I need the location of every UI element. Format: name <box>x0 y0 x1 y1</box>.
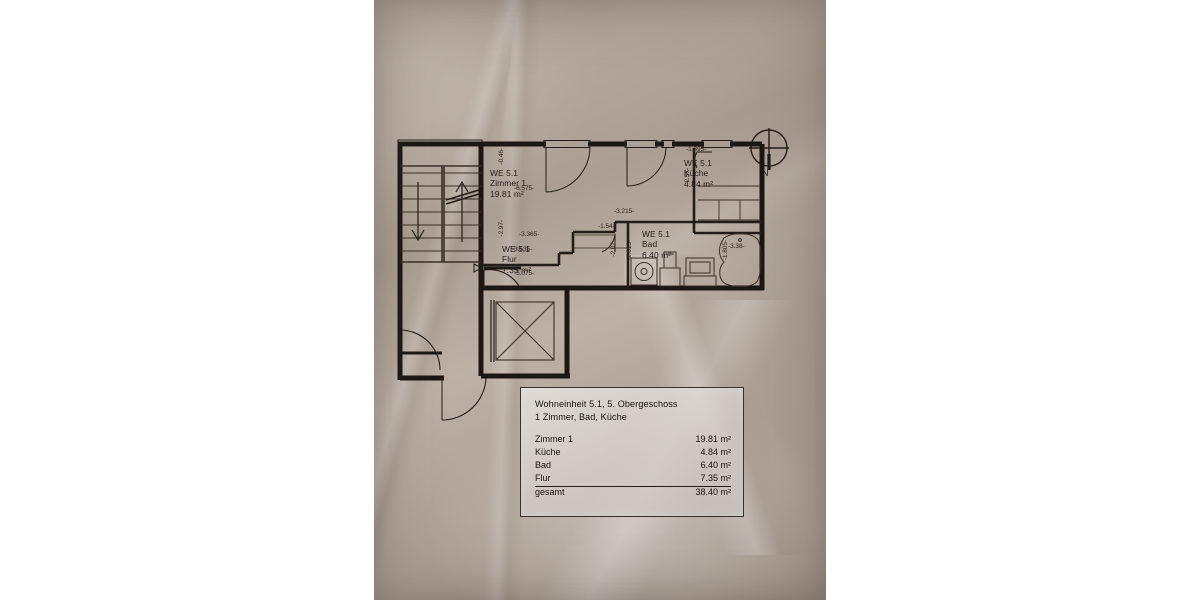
area-row-label: Küche <box>535 446 561 457</box>
area-total-label: gesamt <box>535 486 565 497</box>
dimension-3-365: -3.365- <box>519 231 540 238</box>
elevator-shaft <box>490 300 555 362</box>
structural-walls <box>397 141 765 381</box>
dimension-3-215: -3.215- <box>614 208 635 215</box>
area-row-value: 6.40 m² <box>700 459 731 470</box>
dimension-5-075: -5.075- <box>514 270 535 277</box>
room-label-flur: WE 5.1 Flur 7.35 m² <box>502 244 531 275</box>
room-name: Bad <box>642 239 658 250</box>
dimension-0-46: -0.46- <box>498 148 505 165</box>
dimension-2-015: -2.015- <box>626 240 633 261</box>
area-row-value: 19.81 m² <box>695 434 731 445</box>
room-unit: WE 5.1 <box>642 229 671 239</box>
room-area: 7.35 m² <box>502 264 532 275</box>
area-row-label: Zimmer 1 <box>535 434 573 445</box>
dimension-2-57: -2.57- <box>684 168 691 185</box>
room-label-zimmer1: WE 5.1 Zimmer 1 19.81 m² <box>490 168 526 199</box>
compass-rose: N <box>746 126 792 188</box>
legend-title-line1: Wohneinheit 5.1, 5. Obergeschoss <box>535 399 678 409</box>
room-label-kueche: WE 5.1 Küche 4.84 m² <box>684 158 713 189</box>
floor-plan-drawing: WE 5.1 Zimmer 1 19.81 m² WE 5.1 Küche 4.… <box>374 0 826 600</box>
facade-openings <box>397 139 762 148</box>
area-row-value: 7.35 m² <box>636 472 731 487</box>
floor-plan-vector <box>397 139 765 421</box>
table-row: Küche 4.84 m² <box>535 447 731 460</box>
dimension-3-38: -3.38- <box>728 243 745 250</box>
dimension-1-54: -1.54- <box>598 223 615 230</box>
room-name: Küche <box>684 168 709 179</box>
floor-plan-photo: WE 5.1 Zimmer 1 19.81 m² WE 5.1 Küche 4.… <box>374 0 826 600</box>
room-area: 19.81 m² <box>490 188 524 199</box>
dimension-6-575: -6.575- <box>514 185 535 192</box>
legend-title-line2: 1 Zimmer, Bad, Küche <box>535 411 627 422</box>
area-total-value: 38.40 m² <box>695 486 731 497</box>
room-unit: WE 5.1 <box>684 158 713 168</box>
staircase <box>400 165 481 263</box>
kitchen-fixtures <box>698 185 760 221</box>
door-swings <box>398 146 712 421</box>
room-unit: WE 5.1 <box>490 168 519 178</box>
stair-direction-arrows <box>411 180 480 242</box>
area-schedule-legend: Wohneinheit 5.1, 5. Obergeschoss 1 Zimme… <box>520 387 744 517</box>
room-area: 4.84 m² <box>684 178 714 189</box>
room-unit: WE 5.1 <box>502 244 531 254</box>
dimension-lines <box>573 234 628 249</box>
area-schedule-table: Zimmer 1 19.81 m² Küche 4.84 m² Bad 6.40… <box>535 434 731 499</box>
compass-icon <box>749 128 789 170</box>
room-area: 6.40 m² <box>642 249 672 260</box>
area-row-value: 4.84 m² <box>700 446 731 457</box>
table-row-total: gesamt 38.40 m² <box>535 486 731 499</box>
dimension-2-02: -2.02- <box>610 240 617 257</box>
dimension-3-535: -3.535- <box>512 246 533 253</box>
table-row: Flur 7.35 m² <box>535 472 731 487</box>
room-label-bad: WE 5.1 Bad 6.40 m² <box>642 229 671 260</box>
room-name: Zimmer 1 <box>490 178 527 189</box>
dimension-1-895: -1.895- <box>686 146 707 153</box>
area-row-label: Bad <box>535 459 552 470</box>
table-row: Zimmer 1 19.81 m² <box>535 434 731 447</box>
room-name: Flur <box>502 254 517 265</box>
dimension-2-97: -2.97- <box>498 220 505 237</box>
compass-north-label: N <box>762 168 769 178</box>
partition-walls <box>481 148 762 288</box>
table-row: Bad 6.40 m² <box>535 460 731 473</box>
bathroom-fixtures <box>630 233 762 288</box>
area-row-label: Flur <box>535 472 637 487</box>
